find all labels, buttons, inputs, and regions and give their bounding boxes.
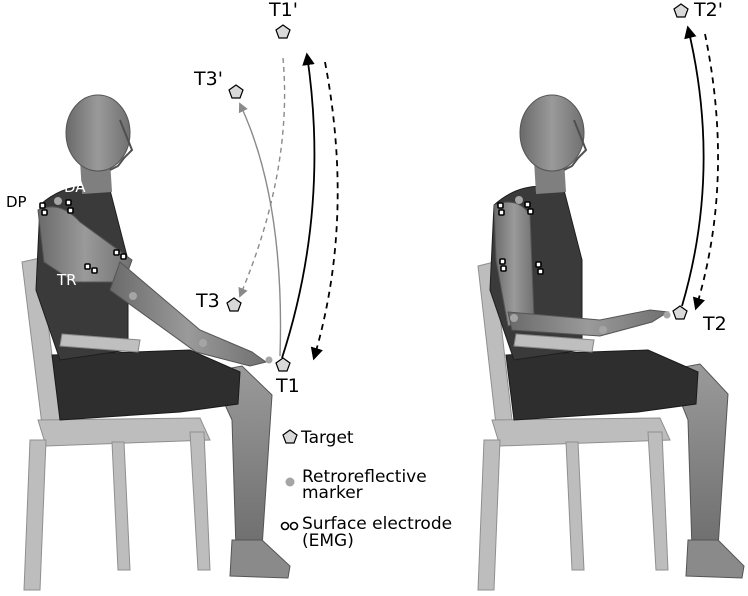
legend-marker-label-line2: marker [302,483,363,503]
muscle-label-da: DA [64,178,86,196]
right-marker-finger [664,312,671,319]
right-marker-shoulder [515,196,523,204]
muscle-label-bi: BI [131,236,146,254]
path-t1-t3prime-solid [240,104,281,356]
target-t1prime-icon [276,25,290,38]
left-person-head [66,95,130,171]
right-person-shorts [506,350,698,420]
left-marker-elbow [129,292,137,300]
right-person-foot [686,540,744,578]
target-label-t1prime: T1' [268,0,298,21]
target-label-t2prime: T2' [693,0,723,21]
target-label-t3prime: T3' [193,68,223,90]
right-targets [673,4,688,319]
path-t1prime-t1-dashed [314,62,338,358]
target-t3prime-icon [229,85,243,98]
left-marker-shoulder [54,197,62,205]
legend-electrode-icon [282,523,298,530]
left-marker-finger [266,357,273,364]
target-t1-icon [276,358,290,371]
left-person-foot [230,540,290,578]
target-t3-icon [227,298,241,311]
legend-marker-icon [286,478,295,487]
target-t2-icon [673,306,687,319]
path-t2prime-t2-dashed [696,34,718,308]
target-label-t1: T1 [275,375,300,397]
path-t1-t1prime-solid [282,55,314,358]
legend-target-label: Target [300,428,354,448]
legend: Target Retroreflective marker Surface el… [282,428,453,551]
target-t2prime-icon [674,4,688,17]
right-person-head [520,95,584,171]
target-label-t2: T2 [702,313,727,335]
muscle-label-tr: TR [56,271,77,289]
muscle-label-dp: DP [6,193,27,211]
left-person-figure: DP DA BI TR [6,95,290,590]
left-marker-wrist [199,339,207,347]
right-marker-elbow [510,314,518,322]
right-movement-paths [682,28,718,308]
path-t2-t2prime-solid [682,28,704,306]
right-marker-wrist [599,326,607,334]
left-person-shorts [52,350,240,420]
target-label-t3: T3 [195,290,220,312]
legend-electrode-label-line2: (EMG) [302,531,354,551]
left-movement-paths [240,55,338,358]
legend-target-icon [283,430,297,443]
